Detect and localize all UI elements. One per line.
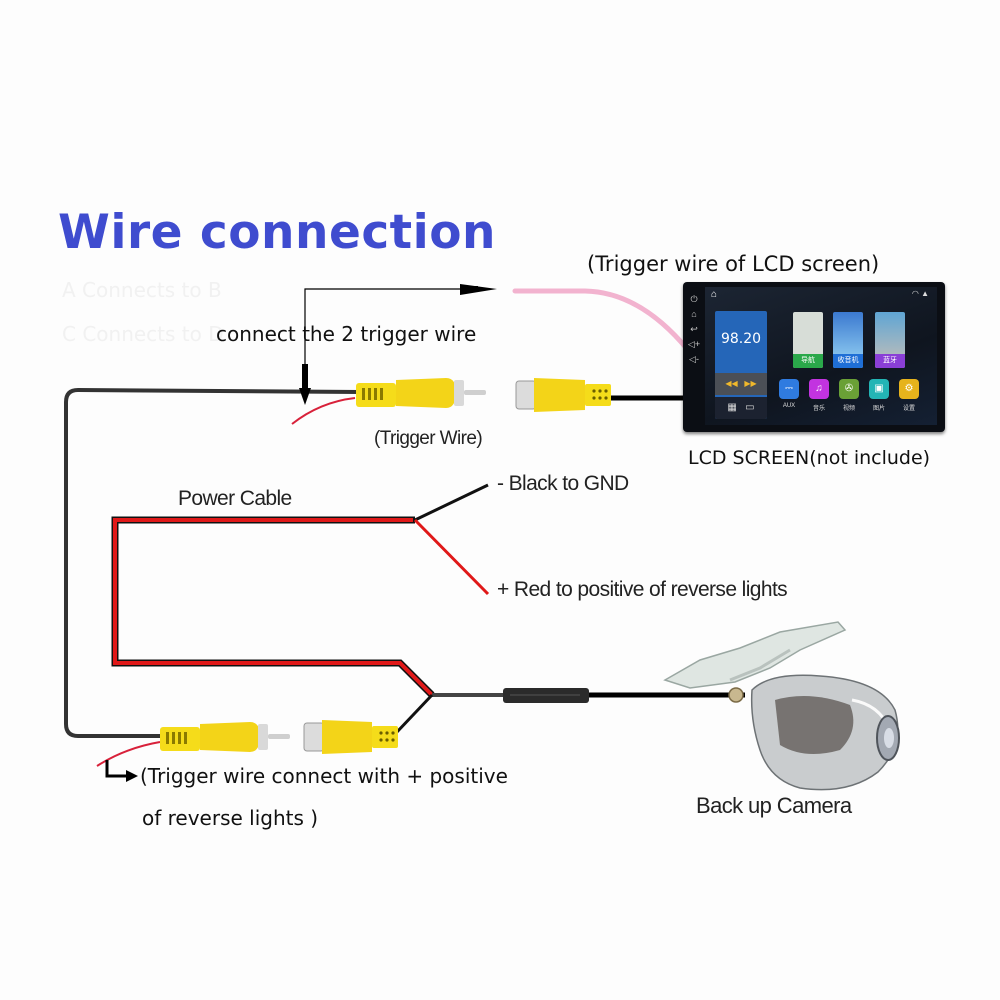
trigger-wire-label: (Trigger Wire) xyxy=(374,428,483,449)
power-icon: ⏻ xyxy=(690,294,698,304)
lcd-trigger-wire-pink xyxy=(512,288,691,353)
lcd-side-buttons: ⏻ ⌂ ↩ ◁+ ◁- xyxy=(687,292,701,367)
rca-male-bottom xyxy=(160,722,290,752)
red-trigger-stub-bottom xyxy=(96,741,161,767)
radio-controls: ◀◀ ▶▶ xyxy=(715,373,767,395)
black-gnd-label: - Black to GND xyxy=(497,472,629,495)
bottom-female-lead xyxy=(394,693,434,735)
radio-widget: 98.20 ◀◀ ▶▶ ▦ ▭ xyxy=(715,311,767,419)
ghost-text-c: C Connects to D xyxy=(62,322,224,346)
camera-screw xyxy=(728,687,744,703)
video-cable-left-loop xyxy=(64,387,361,738)
app-grid-icon: ▦ ▭ xyxy=(715,397,767,419)
red-trigger-stub-top xyxy=(291,397,356,425)
aux-icon: ⎓ xyxy=(779,379,799,399)
camera-label: Back up Camera xyxy=(696,793,852,818)
backup-camera-icon xyxy=(663,621,900,791)
ghost-text-a: A Connects to B xyxy=(62,278,222,302)
app-caption: 音乐 xyxy=(812,406,825,412)
home-icon: ⌂ xyxy=(711,289,718,300)
connect-trigger-label: connect the 2 trigger wire xyxy=(216,322,477,346)
back-icon: ↩ xyxy=(690,324,698,334)
tile-navigation: 导航 xyxy=(793,312,823,368)
tile-radio: 收音机 xyxy=(833,312,863,368)
black-gnd-lead xyxy=(414,483,489,522)
page-title: Wire connection xyxy=(58,205,497,260)
camera-mount-bracket xyxy=(663,621,847,689)
connect-bracket-line xyxy=(304,288,470,395)
lcd-status-bar: ⌂ ◠ ▲ xyxy=(705,287,937,301)
power-cable-red xyxy=(113,518,434,697)
red-positive-label: + Red to positive of reverse lights xyxy=(497,578,788,601)
volume-down-icon: ◁- xyxy=(689,354,699,364)
picture-icon: ▣ xyxy=(869,379,889,399)
wifi-signal-icon: ◠ ▲ xyxy=(911,289,929,298)
red-positive-lead xyxy=(413,518,490,596)
tile-bluetooth: 蓝牙 xyxy=(875,312,905,368)
lcd-display: ⌂ ◠ ▲ 98.20 ◀◀ ▶▶ ▦ ▭ 导航 收音机 蓝牙 ⎓ ♫ ✇ ▣ … xyxy=(705,287,937,425)
power-cable-label: Power Cable xyxy=(178,487,292,510)
arrow-down-head xyxy=(299,388,311,405)
radio-frequency: 98.20 xyxy=(720,331,762,347)
rca-female-top xyxy=(515,378,611,412)
rca-male-top xyxy=(356,378,486,408)
trigger-connect-label-line1: (Trigger wire connect with + positive xyxy=(140,764,508,788)
lcd-screen-device: ⏻ ⌂ ↩ ◁+ ◁- ⌂ ◠ ▲ 98.20 ◀◀ ▶▶ ▦ ▭ 导航 收音机 xyxy=(683,282,945,432)
music-icon: ♫ xyxy=(809,379,829,399)
app-caption: 设置 xyxy=(902,406,915,412)
app-caption: 视频 xyxy=(842,406,855,412)
rca-female-bottom xyxy=(303,720,398,754)
lcd-trigger-label: (Trigger wire of LCD screen) xyxy=(587,252,880,276)
volume-up-icon: ◁+ xyxy=(687,339,701,349)
app-caption: AUX xyxy=(782,403,796,409)
video-icon: ✇ xyxy=(839,379,859,399)
app-caption: 图片 xyxy=(872,406,885,412)
trigger-connect-label-line2: of reverse lights ) xyxy=(142,806,319,830)
bent-arrow xyxy=(105,760,128,778)
lcd-screen-label: LCD SCREEN(not include) xyxy=(688,447,931,469)
settings-icon: ⚙ xyxy=(899,379,919,399)
power-cable xyxy=(111,516,435,698)
home-icon: ⌂ xyxy=(691,309,697,319)
